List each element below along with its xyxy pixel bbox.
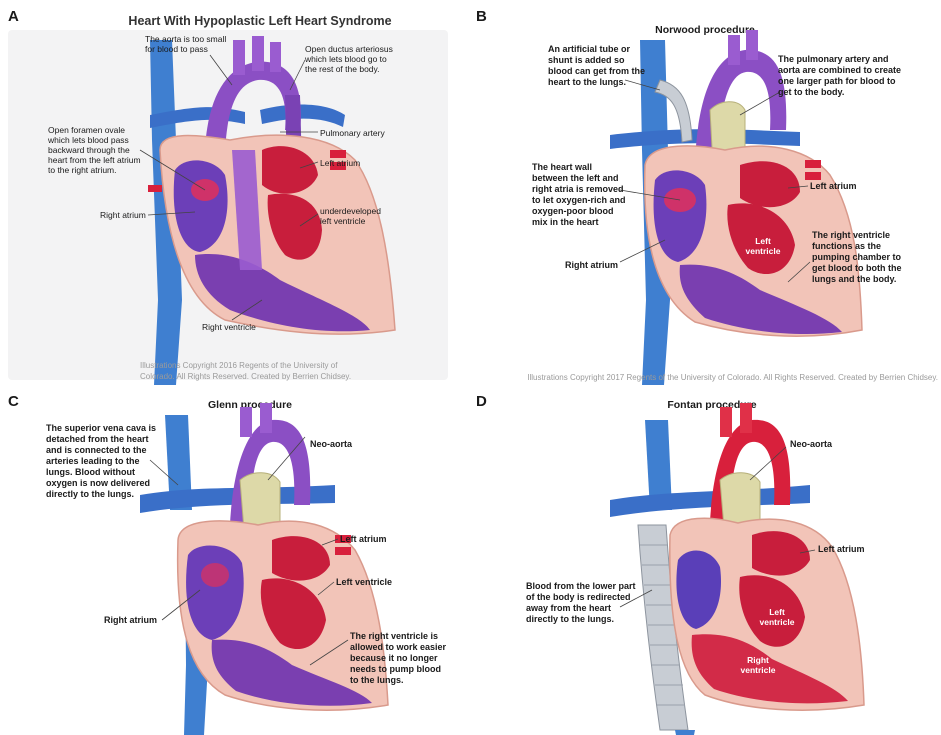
pulmonary-branch-right-a xyxy=(260,104,345,127)
panel-d-title: Fontan procedure xyxy=(667,399,757,411)
heart-d-illustration xyxy=(610,403,865,735)
label-ductus: Open ductus arteriosus which lets blood … xyxy=(305,44,393,74)
neck-vessel-2-a xyxy=(252,36,264,71)
label-rv-easier: The right ventricle is allowed to work e… xyxy=(350,631,447,685)
left-ventricle-chamber-c xyxy=(260,578,326,650)
label-lower-body: Blood from the lower part of the body is… xyxy=(526,581,636,624)
pulm-vein-b1 xyxy=(805,160,821,168)
label-left-atrium-d: Left atrium xyxy=(818,544,865,554)
label-aorta-small: The aorta is too small for blood to pass xyxy=(145,34,227,54)
neck-vessel-1-a xyxy=(233,40,245,75)
neck-vessel-1-d xyxy=(720,407,732,437)
neck-vessel-2-b xyxy=(746,30,758,60)
panel-a: A Heart With Hypoplastic Left Heart Synd… xyxy=(0,0,470,385)
label-right-ventricle-a: Right ventricle xyxy=(202,322,256,332)
left-ventricle-chamber-a xyxy=(267,193,322,260)
pulm-vein-c1 xyxy=(335,535,351,543)
right-atrium-chamber-d xyxy=(676,550,721,629)
panel-letter-b: B xyxy=(476,8,487,25)
svc-c xyxy=(165,415,192,510)
shunt-tube-b xyxy=(654,79,693,143)
label-foramen-ovale: Open foramen ovale which lets blood pass… xyxy=(48,125,141,175)
panel-d: D Fontan procedure xyxy=(470,385,941,735)
pulm-vein-a2 xyxy=(330,162,346,170)
heart-b-illustration xyxy=(610,30,863,385)
label-heart-wall: The heart wall between the left and righ… xyxy=(532,162,626,227)
right-atrium-chamber-c xyxy=(186,545,244,640)
label-underdeveloped-lv: underdeveloped left ventricle xyxy=(320,206,381,226)
ivc-d xyxy=(675,730,695,735)
pulmonary-trunk-a xyxy=(232,150,262,270)
left-atrium-chamber-b xyxy=(740,161,800,208)
right-ventricle-chamber-d xyxy=(691,634,848,704)
label-left-atrium-c: Left atrium xyxy=(340,534,387,544)
right-ventricle-chamber-b xyxy=(679,264,842,335)
label-shunt: An artificial tube or shunt is added so … xyxy=(548,44,646,87)
panel-b-title: Norwood procedure xyxy=(655,24,755,36)
label-combined: The pulmonary artery and aorta are combi… xyxy=(778,54,902,97)
label-rv-pump: The right ventricle functions as the pum… xyxy=(812,230,902,284)
label-right-atrium-c: Right atrium xyxy=(104,615,157,625)
left-ventricle-chamber-b xyxy=(727,203,795,275)
copyright-a: Illustrations Copyright 2016 Regents of … xyxy=(140,361,352,381)
heart-a-illustration xyxy=(139,36,396,385)
neck-vessel-2-d xyxy=(740,403,752,433)
left-atrium-chamber-a xyxy=(262,146,318,194)
panel-b: B Norwood procedure An artificial tube o… xyxy=(470,0,941,385)
panel-letter-d: D xyxy=(476,393,487,410)
label-right-atrium-a: Right atrium xyxy=(100,210,146,220)
left-atrium-chamber-d xyxy=(752,531,810,576)
left-atrium-chamber-c xyxy=(272,536,330,581)
panel-c: C Glenn procedure The superior vena cava… xyxy=(0,385,470,735)
label-right-ventricle-d: Right ventricle xyxy=(740,655,776,675)
label-neo-aorta-d: Neo-aorta xyxy=(790,439,833,449)
label-left-ventricle-c: Left ventricle xyxy=(336,577,393,587)
panel-letter-a: A xyxy=(8,8,19,25)
panel-letter-c: C xyxy=(8,393,19,410)
neck-vessel-2-c xyxy=(260,403,272,433)
pulm-vein-c2 xyxy=(335,547,351,555)
aortic-arch-a xyxy=(204,61,301,200)
pulm-vein-a3 xyxy=(148,185,162,192)
label-left-atrium-a: Left atrium xyxy=(320,158,361,168)
neck-vessel-1-b xyxy=(728,35,740,65)
neck-vessel-3-a xyxy=(270,42,281,72)
left-ventricle-chamber-d xyxy=(739,575,805,647)
copyright-b: Illustrations Copyright 2017 Regents of … xyxy=(527,373,938,382)
label-left-atrium-b: Left atrium xyxy=(810,181,857,191)
svc-d xyxy=(645,420,672,510)
ra-flow-c xyxy=(201,563,229,587)
label-left-ventricle-b: Left ventricle xyxy=(745,236,781,256)
label-neo-aorta-c: Neo-aorta xyxy=(310,439,353,449)
right-ventricle-chamber-c xyxy=(211,639,372,706)
pulm-vein-a1 xyxy=(330,150,346,158)
pulm-vein-b2 xyxy=(805,172,821,180)
label-right-atrium-b: Right atrium xyxy=(565,260,618,270)
right-ventricle-chamber-a xyxy=(195,254,370,332)
panel-a-title: Heart With Hypoplastic Left Heart Syndro… xyxy=(128,14,392,28)
neck-vessel-1-c xyxy=(240,407,252,437)
label-pulmonary-artery: Pulmonary artery xyxy=(320,128,385,138)
conduit-stripes-d xyxy=(640,544,685,706)
heart-c-illustration xyxy=(140,403,389,735)
label-left-ventricle-d: Left ventricle xyxy=(759,607,795,627)
label-svc: The superior vena cava is detached from … xyxy=(46,423,157,499)
